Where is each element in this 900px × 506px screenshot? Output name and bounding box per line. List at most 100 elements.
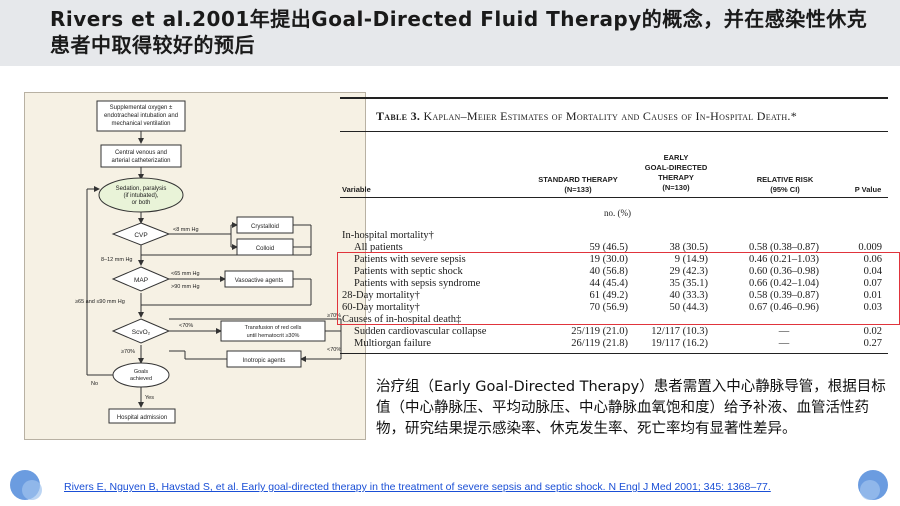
table-title: Table 3. Kaplan–Meier Estimates of Morta… <box>376 109 797 124</box>
col-p-value: P Value <box>854 185 882 194</box>
flow-scvo2-low: <70% <box>179 323 193 329</box>
flow-yes: Yes <box>145 395 154 401</box>
table-row: In-hospital mortality† <box>340 230 888 242</box>
flow-inotropic: Inotropic agents <box>243 358 286 364</box>
table-cell-variable: All patients <box>354 242 403 253</box>
flow-scvo2: ScvO₂ <box>132 329 151 336</box>
flow-supplemental-line3: mechanical ventilation <box>111 121 170 127</box>
flow-vasoactive: Vasoactive agents <box>235 278 284 284</box>
slide-title: Rivers et al.2001年提出Goal-Directed Fluid … <box>50 7 868 57</box>
flow-scvo2-target: ≥70% <box>121 349 135 355</box>
flow-admission: Hospital admission <box>117 415 167 421</box>
flow-sedation-line1: Sedation, paralysis <box>116 186 167 192</box>
flow-catheter-line2: arterial catheterization <box>111 158 170 164</box>
table-cell-egd: 12/117 (10.3) <box>651 326 708 337</box>
table-units: no. (%) <box>604 208 631 218</box>
table-cell-variable: Sudden cardiovascular collapse <box>354 326 487 337</box>
table-row: Sudden cardiovascular collapse 25/119 (21… <box>340 326 888 338</box>
table-cell-standard: 59 (46.5) <box>589 242 629 253</box>
table-cell-relative-risk: — <box>778 326 790 337</box>
table-cell-variable: Patients with severe sepsis <box>354 254 466 265</box>
table-cell-standard: 25/119 (21.0) <box>571 326 628 337</box>
table-cell-p-value: 0.009 <box>858 242 882 253</box>
reference-link[interactable]: Rivers E, Nguyen B, Havstad S, et al. Ea… <box>64 481 771 493</box>
table-cell-p-value: 0.04 <box>863 266 882 277</box>
flow-goals-line1: Goals <box>134 369 149 375</box>
table-cell-variable: Patients with septic shock <box>354 266 463 277</box>
table-cell-standard: 19 (30.0) <box>589 254 629 265</box>
flow-cvp-low: <8 mm Hg <box>173 227 199 233</box>
flow-map: MAP <box>134 277 148 284</box>
flow-cvp: CVP <box>134 232 147 239</box>
table-header-rule <box>340 131 888 132</box>
decor-circle-left-inner <box>22 480 42 500</box>
table-cell-egd: 50 (44.3) <box>669 302 709 313</box>
flow-transfusion-line1: Transfusion of red cells <box>245 325 302 331</box>
table-cell-variable: Causes of in-hospital death‡ <box>342 314 462 325</box>
table-cell-egd: 40 (33.3) <box>669 290 709 301</box>
table-row: Patients with sepsis syndrome 44 (45.4) 35… <box>340 278 888 290</box>
table-cell-egd: 35 (35.1) <box>669 278 709 289</box>
table-cell-relative-risk: 0.60 (0.36–0.98) <box>749 266 819 277</box>
flow-goals-line2: achieved <box>130 376 152 382</box>
table-cell-egd: 19/117 (16.2) <box>651 338 708 349</box>
flow-map-target: ≥65 and ≤90 mm Hg <box>75 299 125 305</box>
table-row: Multiorgan failure 26/119 (21.8) 19/117 (1… <box>340 338 888 350</box>
table-cell-p-value: 0.03 <box>863 302 882 313</box>
table-cell-variable: In-hospital mortality† <box>342 230 434 241</box>
table-cell-variable: Patients with sepsis syndrome <box>354 278 481 289</box>
table-row: Patients with severe sepsis 19 (30.0) 9 (1… <box>340 254 888 266</box>
table-top-rule <box>340 97 888 99</box>
flow-supplemental-line1: Supplemental oxygen ± <box>110 105 173 111</box>
table-cell-p-value: 0.02 <box>863 326 882 337</box>
table-cell-p-value: 0.06 <box>863 254 882 265</box>
table-cell-relative-risk: 0.58 (0.39–0.87) <box>749 290 819 301</box>
table-title-text: Kaplan–Meier Estimates of Mortality and … <box>420 109 797 123</box>
flow-hct-lt70: <70% <box>327 347 341 353</box>
table-cell-relative-risk: 0.67 (0.46–0.96) <box>749 302 819 313</box>
table-title-label: Table 3. <box>376 109 421 123</box>
slide-description: 治疗组（Early Goal-Directed Therapy）患者需置入中心静… <box>376 379 886 437</box>
table-cell-relative-risk: 0.58 (0.38–0.87) <box>749 242 819 253</box>
flow-colloid: Colloid <box>256 246 274 252</box>
mortality-table: Table 3. Kaplan–Meier Estimates of Morta… <box>340 97 888 355</box>
table-cell-standard: 44 (45.4) <box>589 278 629 289</box>
flow-no: No <box>91 381 98 387</box>
table-cell-standard: 26/119 (21.8) <box>571 338 628 349</box>
flow-sedation-line3: or both <box>132 200 151 206</box>
table-cell-variable: 60-Day mortality† <box>342 302 420 313</box>
table-cell-standard: 70 (56.9) <box>589 302 629 313</box>
table-cell-relative-risk: 0.46 (0.21–1.03) <box>749 254 819 265</box>
table-cell-variable: 28-Day mortality† <box>342 290 420 301</box>
flow-catheter-line1: Central venous and <box>115 150 167 156</box>
table-cell-p-value: 0.07 <box>863 278 882 289</box>
col-variable: Variable <box>342 185 371 194</box>
table-cell-relative-risk: 0.66 (0.42–1.04) <box>749 278 819 289</box>
decor-circle-right-inner <box>860 480 880 500</box>
flowchart-svg: Supplemental oxygen ± endotracheal intub… <box>75 100 342 424</box>
table-cell-relative-risk: — <box>778 338 790 349</box>
table-row: 28-Day mortality†61 (49.2)40 (33.3)0.58 … <box>340 290 888 302</box>
flow-supplemental-line2: endotracheal intubation and <box>104 113 178 119</box>
col-relative-risk: RELATIVE RISK(95% CI) <box>756 175 814 194</box>
egdt-flowchart: Supplemental oxygen ± endotracheal intub… <box>24 92 366 440</box>
flow-sedation-line2: (if intubated), <box>123 193 158 199</box>
flow-map-low: <65 mm Hg <box>171 271 200 277</box>
flow-crystalloid: Crystalloid <box>251 224 279 230</box>
table-cell-p-value: 0.01 <box>863 290 882 301</box>
title-bar <box>0 0 900 66</box>
table-cell-variable: Multiorgan failure <box>354 338 432 349</box>
flow-cvp-target: 8–12 mm Hg <box>101 257 133 263</box>
table-cell-egd: 29 (42.3) <box>669 266 709 277</box>
flow-hct-ge70: ≥70% <box>327 313 341 319</box>
table-cell-egd: 9 (14.9) <box>674 254 708 265</box>
table-row: 60-Day mortality† 70 (56.9) 50 (44.3) 0.67 … <box>340 302 888 314</box>
table-cell-p-value: 0.27 <box>863 338 882 349</box>
table-row: Causes of in-hospital death‡ <box>340 314 888 326</box>
highlight-box <box>337 252 900 325</box>
col-standard: STANDARD THERAPY(N=133) <box>538 175 618 194</box>
table-bottom-rule <box>340 353 888 354</box>
